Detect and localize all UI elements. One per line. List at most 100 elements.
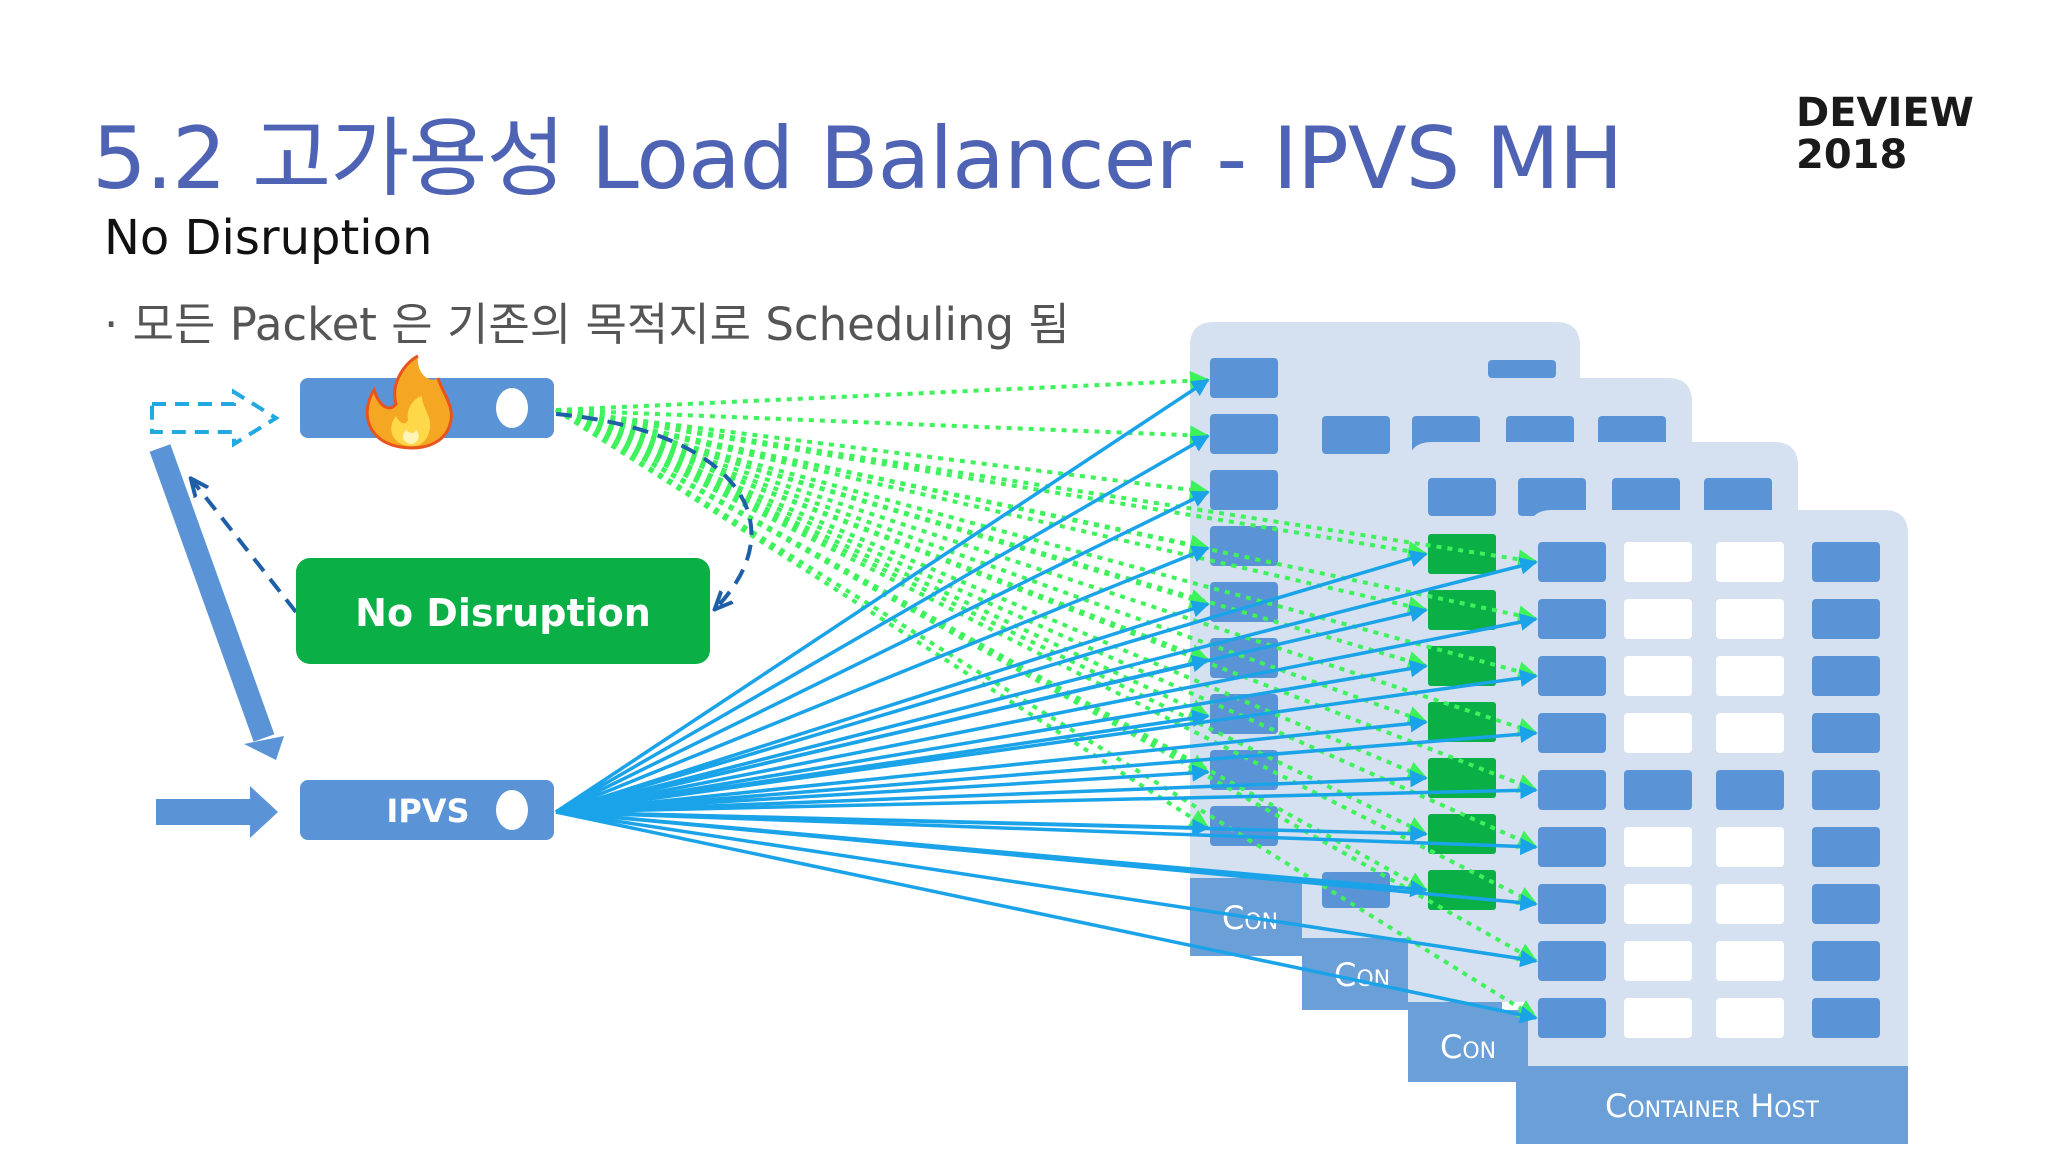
- host-window: [1812, 827, 1880, 867]
- dashed-outline-arrow: [150, 388, 280, 448]
- host-window: [1716, 770, 1784, 810]
- solid-connection: [555, 545, 1210, 814]
- host-window: [1210, 470, 1278, 510]
- host-window: [1716, 941, 1784, 981]
- host-window: [1812, 656, 1880, 696]
- host-window: [1716, 827, 1784, 867]
- container-hosts: ConConConContainer Host: [1190, 322, 1908, 1144]
- host-window: [1624, 656, 1692, 696]
- solid-connection: [555, 550, 1428, 814]
- dotted-connection: [555, 408, 1428, 671]
- host-window: [1538, 941, 1606, 981]
- host-label: Container Host: [1605, 1087, 1820, 1125]
- host-window: [1538, 713, 1606, 753]
- host-window: [1518, 478, 1586, 516]
- logo-line-2: 2018: [1796, 132, 1908, 178]
- dotted-connection: [554, 408, 1210, 830]
- host-window: [1624, 941, 1692, 981]
- host-label: Con: [1334, 956, 1390, 994]
- host-window: [1624, 713, 1692, 753]
- solid-connection: [555, 659, 1428, 814]
- solid-connection: [555, 810, 1538, 912]
- dotted-connection: [555, 408, 1538, 626]
- diagonal-down-arrow: [149, 444, 284, 760]
- host-window: [1624, 998, 1692, 1038]
- logo-line-1: DEVIEW: [1796, 90, 1974, 136]
- deview-logo: DEVIEW 2018: [1796, 92, 1974, 176]
- host-window: [1322, 416, 1390, 454]
- host-window: [1812, 713, 1880, 753]
- dotted-connection: [555, 408, 1538, 906]
- host-window: [1538, 656, 1606, 696]
- solid-connection: [555, 810, 1538, 968]
- incoming-arrow: [156, 786, 278, 838]
- host-window: [1612, 478, 1680, 516]
- host-label: Con: [1440, 1028, 1496, 1066]
- host-window: [1624, 770, 1692, 810]
- dashed-return-arrow: [192, 480, 298, 614]
- dotted-connection-lines: [554, 370, 1538, 1020]
- dotted-connection: [555, 408, 1428, 781]
- dotted-connection: [555, 408, 1538, 849]
- slide-title: 5.2 고가용성 Load Balancer - IPVS MH: [92, 109, 1623, 209]
- host-window: [1812, 770, 1880, 810]
- solid-connection: [555, 557, 1538, 814]
- ipvs-load-balancer: IPVS: [300, 780, 554, 840]
- section-subtitle: No Disruption: [104, 210, 433, 266]
- solid-connection: [555, 810, 1538, 856]
- failed-load-balancer: [300, 354, 554, 450]
- host-window: [1812, 542, 1880, 582]
- host-window: [1716, 542, 1784, 582]
- host-window: [1538, 599, 1606, 639]
- host-window: [1716, 656, 1784, 696]
- host-window: [1210, 358, 1278, 398]
- solid-connection: [555, 781, 1538, 814]
- host-window: [1716, 884, 1784, 924]
- dotted-connection: [555, 408, 1538, 681]
- solid-connection: [555, 769, 1428, 814]
- host-window: [1538, 542, 1606, 582]
- solid-connection: [555, 434, 1210, 814]
- host-window: [1812, 941, 1880, 981]
- callout-label: No Disruption: [355, 591, 651, 635]
- host-window: [1704, 478, 1772, 516]
- host-window: [1812, 599, 1880, 639]
- solid-connection: [555, 725, 1538, 814]
- host-window: [1812, 884, 1880, 924]
- host-window-green: [1428, 758, 1496, 798]
- dotted-connection: [555, 408, 1428, 836]
- host-window: [1624, 827, 1692, 867]
- dashed-curve-arrow: [555, 412, 754, 608]
- host-window: [1716, 599, 1784, 639]
- host-window: [1538, 884, 1606, 924]
- host-window: [1538, 998, 1606, 1038]
- host-window: [1428, 478, 1496, 516]
- dotted-connection: [555, 408, 1538, 737]
- solid-connection: [555, 810, 1538, 1024]
- solid-connection: [555, 600, 1210, 814]
- dotted-connection: [555, 408, 1210, 446]
- solid-connection: [555, 669, 1538, 814]
- fire-icon: [365, 354, 453, 450]
- host-window-green: [1428, 870, 1496, 910]
- host-window-green: [1428, 590, 1496, 630]
- host-window: [1210, 750, 1278, 790]
- solid-connection: [555, 764, 1210, 814]
- host-window: [1538, 827, 1606, 867]
- host-window: [1210, 526, 1278, 566]
- host-window: [1812, 998, 1880, 1038]
- host-window-green: [1428, 534, 1496, 574]
- no-disruption-callout: No Disruption: [296, 558, 710, 664]
- container-host-4: Container Host: [1516, 510, 1908, 1144]
- host-label-bar: [1516, 1066, 1908, 1144]
- solid-connection: [555, 605, 1428, 814]
- host-window: [1624, 884, 1692, 924]
- host-window-green: [1428, 814, 1496, 854]
- host-window-green: [1428, 702, 1496, 742]
- host-window: [1716, 713, 1784, 753]
- host-window: [1538, 770, 1606, 810]
- host-window: [1210, 414, 1278, 454]
- host-window: [1624, 599, 1692, 639]
- incoming-flow: [149, 388, 754, 838]
